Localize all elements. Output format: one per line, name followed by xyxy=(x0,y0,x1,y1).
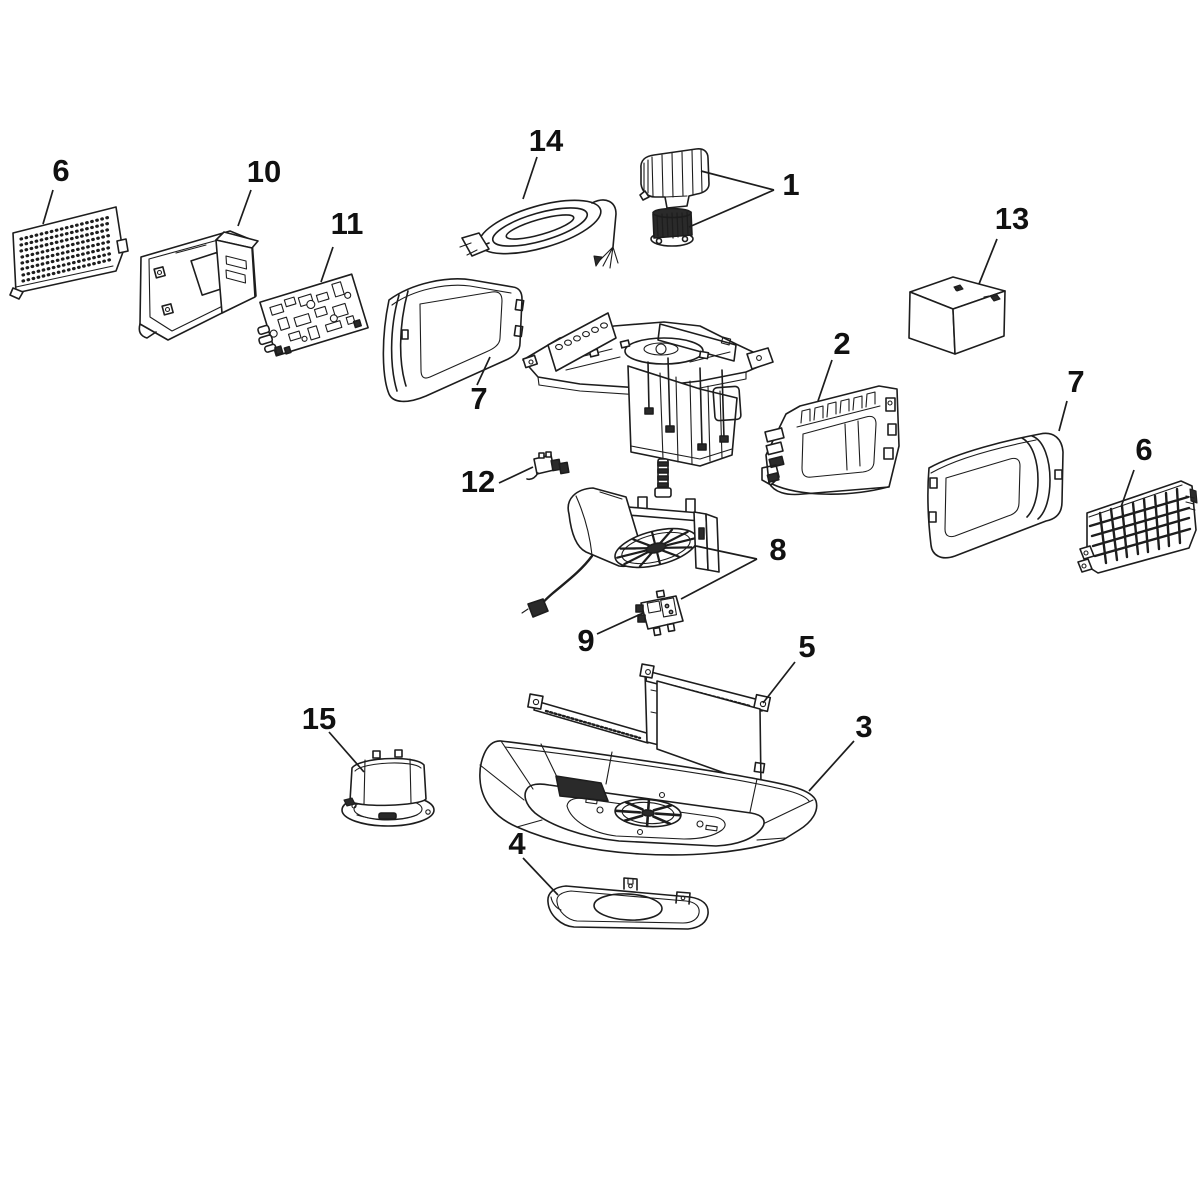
leader-line-13 xyxy=(978,238,998,285)
callout-13: 13 xyxy=(995,201,1029,236)
leader-line-4 xyxy=(522,857,559,896)
battery-box xyxy=(908,276,1006,355)
sprocket-cover-and-gear xyxy=(639,148,710,247)
lens-cover-plate xyxy=(547,877,709,930)
callout-5: 5 xyxy=(798,629,815,664)
leader-line-3 xyxy=(808,740,855,792)
battery-terminals xyxy=(953,284,1001,302)
leader-line-1-2 xyxy=(688,189,775,228)
wire-clip xyxy=(526,451,570,481)
leader-line-7-right xyxy=(1058,400,1068,432)
light-shield-rails xyxy=(527,663,772,793)
callout-3: 3 xyxy=(855,709,872,744)
lens-window xyxy=(555,775,609,802)
leader-line-5 xyxy=(762,661,796,704)
end-panel-bracket xyxy=(761,385,900,496)
callout-10: 10 xyxy=(247,154,281,189)
receiver-bracket xyxy=(138,230,259,341)
sprocket-cover xyxy=(639,148,710,209)
end-cap-left xyxy=(382,278,525,403)
leader-line-6-right xyxy=(1120,469,1135,508)
callout-6-left: 6 xyxy=(52,153,69,188)
perforation-dots xyxy=(19,215,115,283)
leader-line-11 xyxy=(320,246,334,283)
end-cap-right xyxy=(927,432,1064,559)
lattice-grid xyxy=(1088,487,1192,565)
callouts-layer: 6 10 11 14 1 13 7 2 7 6 12 8 9 5 3 15 4 xyxy=(42,123,1153,896)
logic-board xyxy=(257,273,369,357)
threaded-shaft xyxy=(654,458,672,498)
leader-line-2 xyxy=(817,359,833,402)
lattice-vent-panel xyxy=(1077,480,1198,574)
bracket-holes xyxy=(555,322,608,351)
perforated-vent-panel xyxy=(9,206,129,300)
leader-line-8-1 xyxy=(695,545,758,560)
drive-gear xyxy=(650,207,694,247)
leader-line-9 xyxy=(596,612,644,635)
light-lens xyxy=(341,749,435,827)
callout-6-right: 6 xyxy=(1135,432,1152,467)
power-plug xyxy=(461,232,490,257)
callout-15: 15 xyxy=(302,701,336,736)
leader-line-8-2 xyxy=(680,558,758,600)
callout-4: 4 xyxy=(508,826,526,861)
power-cord xyxy=(459,199,619,269)
callout-9: 9 xyxy=(577,623,594,658)
callout-7-left: 7 xyxy=(470,381,487,416)
wire-connector xyxy=(527,598,549,618)
chassis-frame xyxy=(522,312,774,467)
main-cover xyxy=(479,740,818,856)
callout-14: 14 xyxy=(529,123,564,158)
callout-8: 8 xyxy=(769,532,786,567)
fan-wheel xyxy=(614,527,698,569)
leader-line-7-left xyxy=(476,356,491,386)
leader-line-15 xyxy=(328,731,365,773)
callout-12: 12 xyxy=(461,464,495,499)
callout-2: 2 xyxy=(833,326,850,361)
leader-line-12 xyxy=(498,466,534,484)
callout-1: 1 xyxy=(782,167,799,202)
callout-11: 11 xyxy=(331,206,364,241)
motor-assembly xyxy=(521,458,720,618)
callout-7-right: 7 xyxy=(1067,364,1084,399)
leader-line-1-1 xyxy=(700,170,775,191)
mounting-screws xyxy=(644,357,729,451)
leader-line-10 xyxy=(237,189,252,227)
cover-fan xyxy=(614,798,682,828)
rpm-sensor xyxy=(635,589,684,637)
leader-line-6-left xyxy=(42,189,54,225)
leader-line-14 xyxy=(522,156,538,200)
